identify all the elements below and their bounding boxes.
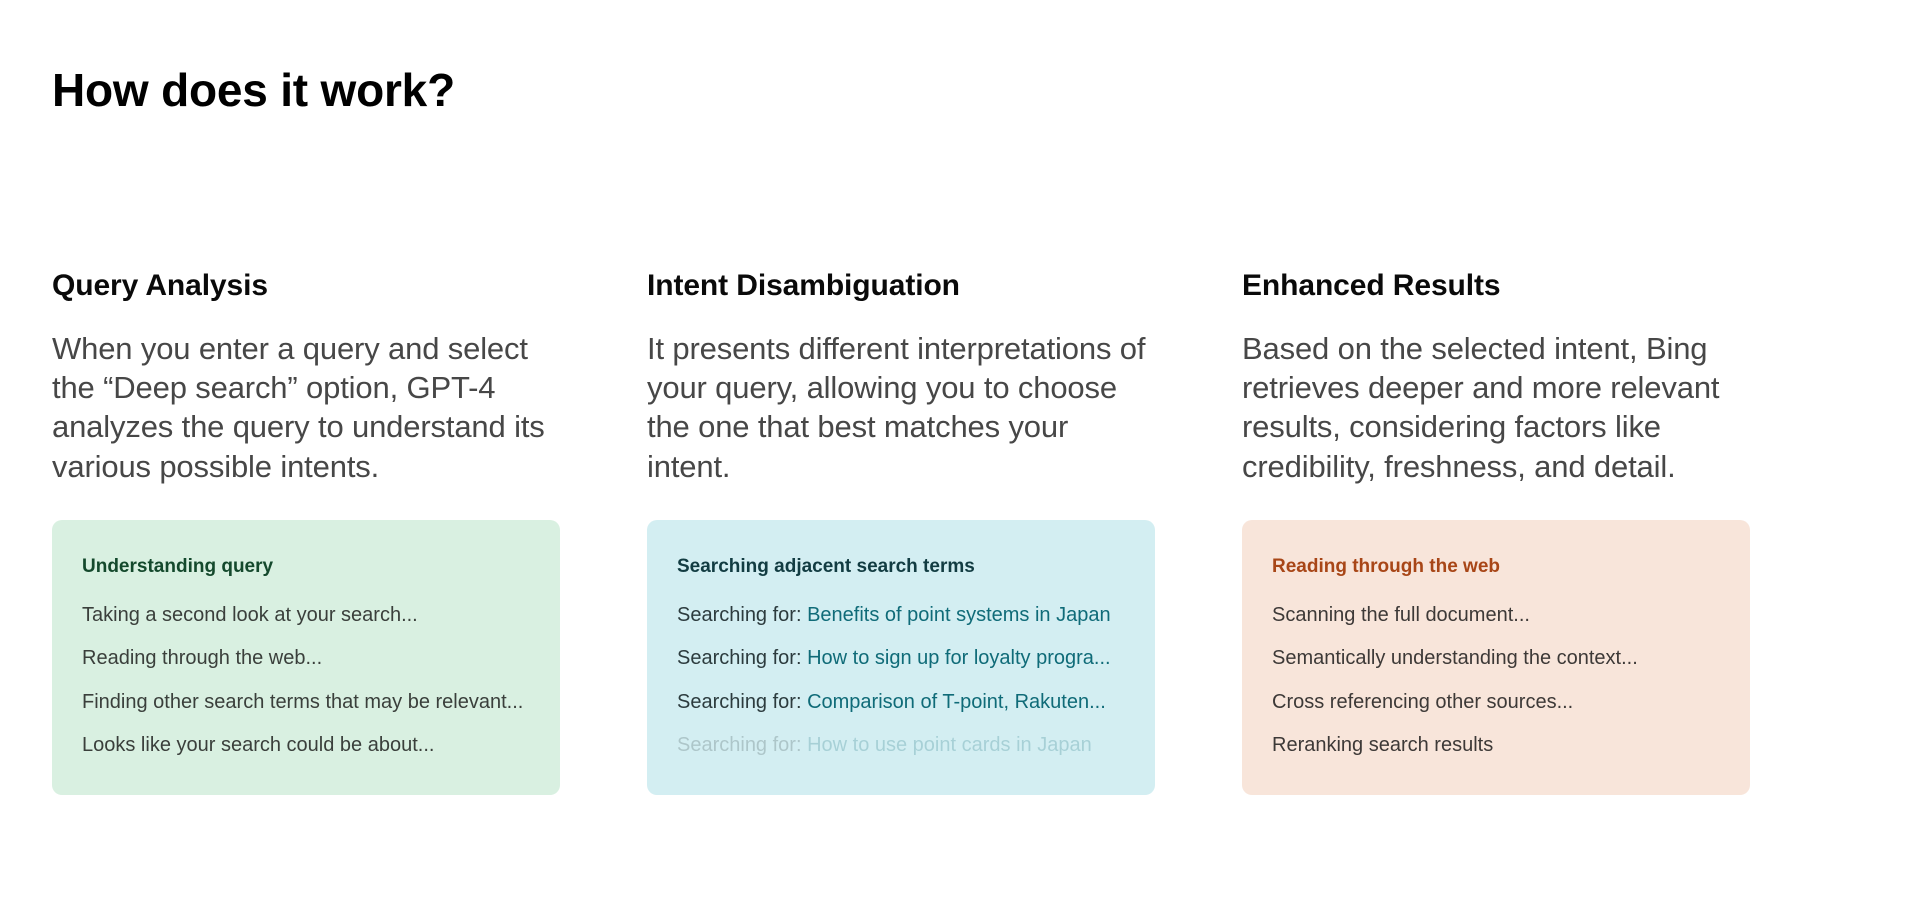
status-card-searching-adjacent-terms: Searching adjacent search terms Searchin…: [647, 520, 1155, 796]
card-title: Understanding query: [82, 556, 274, 578]
column-body-text: Based on the selected intent, Bing retri…: [1242, 330, 1720, 484]
feature-column-query-analysis: Query Analysis When you enter a query an…: [52, 268, 560, 796]
list-item-prefix: Searching for:: [677, 603, 808, 626]
search-term-link[interactable]: Comparison of T-point, Rakuten...: [807, 690, 1106, 713]
search-term-link[interactable]: How to sign up for loyalty progra...: [807, 647, 1111, 670]
column-heading: Intent Disambiguation: [647, 269, 960, 302]
list-item[interactable]: Semantically understanding the context..…: [1272, 636, 1720, 679]
status-card-understanding-query: Understanding query Taking a second look…: [52, 520, 560, 796]
feature-column-intent-disambiguation: Intent Disambiguation It presents differ…: [647, 268, 1155, 796]
list-item-prefix: Reading through the web...: [82, 647, 323, 670]
column-body-text: It presents different interpretations of…: [647, 330, 1146, 484]
list-item[interactable]: Searching for: Comparison of T-point, Ra…: [677, 680, 1125, 723]
list-item[interactable]: Finding other search terms that may be r…: [82, 680, 530, 723]
list-item[interactable]: Reranking search results: [1272, 723, 1720, 766]
list-item[interactable]: Taking a second look at your search...: [82, 593, 530, 636]
column-heading: Query Analysis: [52, 269, 268, 302]
list-item-prefix: Looks like your search could be about...: [82, 734, 435, 756]
list-item-prefix: Taking a second look at your search...: [82, 603, 418, 626]
card-item-list: Taking a second look at your search... R…: [82, 593, 530, 767]
card-item-list: Searching for: Benefits of point systems…: [677, 593, 1125, 767]
list-item-prefix: Scanning the full document...: [1272, 603, 1530, 626]
page-title: How does it work?: [52, 63, 455, 116]
search-term-link[interactable]: How to use point cards in Japan: [807, 734, 1092, 756]
list-item-prefix: Finding other search terms that may be r…: [82, 690, 524, 713]
list-item-prefix: Cross referencing other sources...: [1272, 690, 1574, 713]
list-item-prefix: Searching for:: [677, 647, 808, 670]
list-item[interactable]: Looks like your search could be about...: [82, 723, 530, 766]
list-item-prefix: Searching for:: [677, 690, 808, 713]
list-item[interactable]: Searching for: How to sign up for loyalt…: [677, 636, 1125, 679]
list-item-prefix: Searching for:: [677, 734, 808, 756]
list-item[interactable]: Searching for: Benefits of point systems…: [677, 593, 1125, 636]
list-item[interactable]: Scanning the full document...: [1272, 593, 1720, 636]
feature-columns: Query Analysis When you enter a query an…: [52, 268, 1832, 796]
list-item-prefix: Reranking search results: [1272, 734, 1494, 756]
feature-column-enhanced-results: Enhanced Results Based on the selected i…: [1242, 268, 1750, 796]
column-body-text: When you enter a query and select the “D…: [52, 330, 545, 484]
list-item-faded[interactable]: Searching for: How to use point cards in…: [677, 723, 1125, 766]
column-heading: Enhanced Results: [1242, 269, 1501, 302]
list-item[interactable]: Reading through the web...: [82, 636, 530, 679]
status-card-reading-through-web: Reading through the web Scanning the ful…: [1242, 520, 1750, 796]
card-item-list: Scanning the full document... Semantical…: [1272, 593, 1720, 767]
card-title: Searching adjacent search terms: [677, 556, 975, 578]
list-item-prefix: Semantically understanding the context..…: [1272, 647, 1638, 670]
search-term-link[interactable]: Benefits of point systems in Japan: [807, 603, 1111, 626]
list-item[interactable]: Cross referencing other sources...: [1272, 680, 1720, 723]
card-title: Reading through the web: [1272, 556, 1500, 578]
